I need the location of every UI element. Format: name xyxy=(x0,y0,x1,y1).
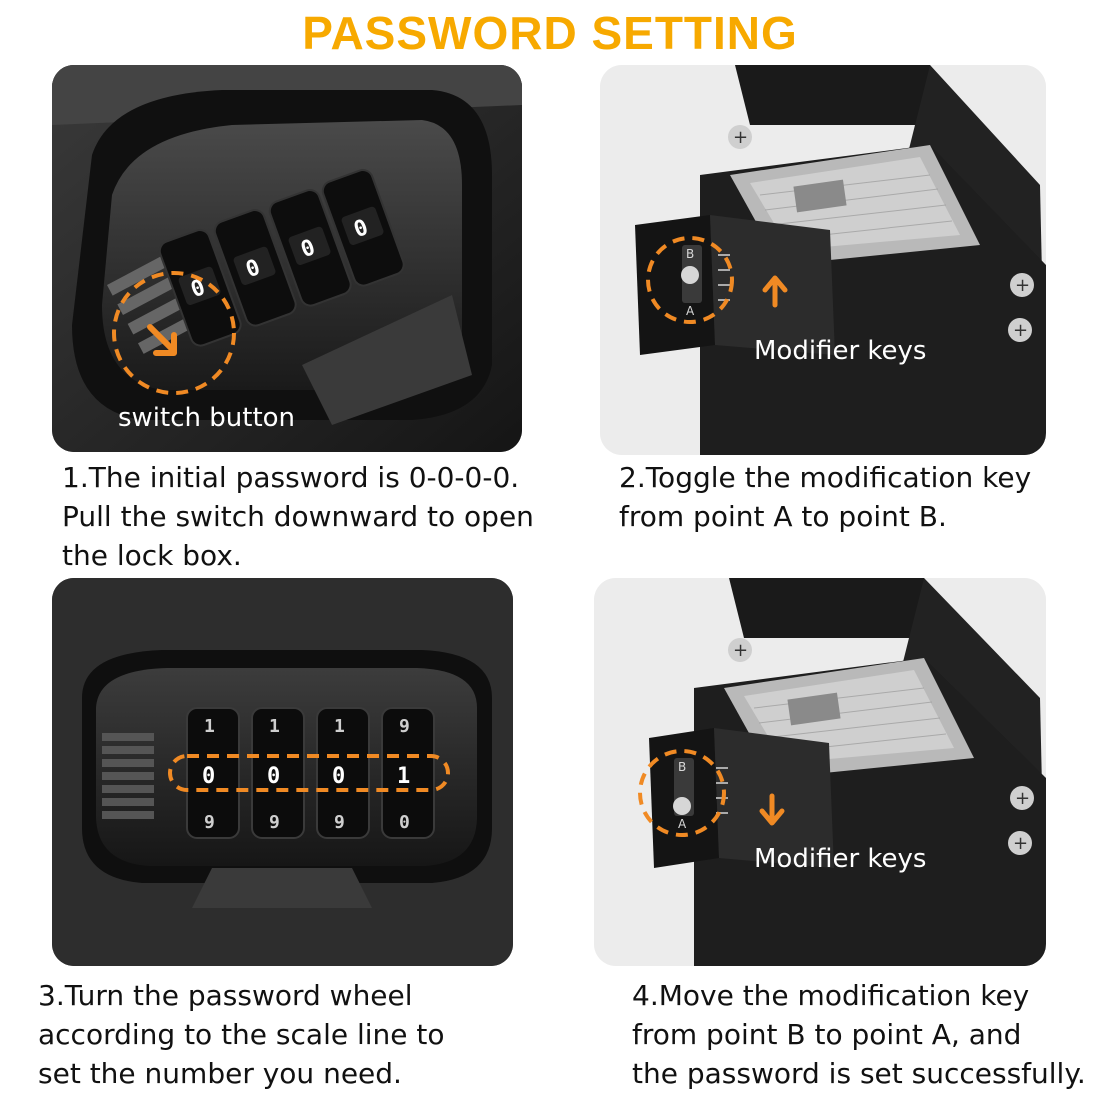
step-4-photo: B A + + + Modifier keys xyxy=(594,578,1046,966)
svg-text:9: 9 xyxy=(334,812,345,833)
step-1-caption: 1.The initial password is 0-0-0-0. Pull … xyxy=(62,461,534,572)
password-wheel-illustration: 1 0 9 1 0 9 1 0 9 9 1 0 xyxy=(52,578,513,966)
step-2-caption: 2.Toggle the modification key from point… xyxy=(619,461,1032,533)
point-b-letter: B xyxy=(686,247,694,261)
svg-text:1: 1 xyxy=(204,716,215,737)
svg-text:9: 9 xyxy=(204,812,215,833)
dial-wheels: 0 0 0 0 xyxy=(158,169,405,347)
highlight-circle xyxy=(638,749,726,837)
switch-button-label: switch button xyxy=(118,403,296,433)
svg-text:1: 1 xyxy=(334,716,345,737)
point-a-letter: A xyxy=(686,304,695,318)
modifier-key-illustration: B A + + + xyxy=(600,65,1046,455)
step-2-photo: B A + + + Modifier keys xyxy=(600,65,1046,455)
svg-text:+: + xyxy=(1015,788,1030,809)
highlight-circle xyxy=(646,236,734,324)
modifier-key-illustration: B A + + + xyxy=(594,578,1046,966)
svg-text:0: 0 xyxy=(202,764,215,789)
modifier-keys-label: Modifier keys xyxy=(754,336,927,366)
svg-text:+: + xyxy=(1013,320,1028,341)
arrow-down-right-icon xyxy=(147,324,177,356)
step-3-photo: 1 0 9 1 0 9 1 0 9 9 1 0 xyxy=(52,578,513,966)
svg-text:0: 0 xyxy=(267,764,280,789)
modifier-keys-label: Modifier keys xyxy=(754,844,927,874)
step-3-caption: 3.Turn the password wheel according to t… xyxy=(38,979,445,1090)
arrow-up-icon xyxy=(762,275,788,308)
point-b-letter: B xyxy=(678,760,686,774)
step-4-caption: 4.Move the modification key from point B… xyxy=(632,979,1086,1090)
scale-line-highlight xyxy=(168,754,450,792)
svg-text:+: + xyxy=(1015,275,1030,296)
dial-wheels: 1 0 9 1 0 9 1 0 9 9 1 0 xyxy=(186,707,435,839)
point-a-letter: A xyxy=(678,817,687,831)
svg-text:1: 1 xyxy=(397,764,410,789)
page-title: PASSWORD SETTING xyxy=(302,7,798,59)
switch-button-grip xyxy=(102,733,154,819)
svg-text:9: 9 xyxy=(269,812,280,833)
svg-text:+: + xyxy=(733,127,748,148)
highlight-circle xyxy=(112,271,236,395)
svg-text:+: + xyxy=(733,640,748,661)
svg-text:1: 1 xyxy=(269,716,280,737)
svg-text:0: 0 xyxy=(332,764,345,789)
arrow-down-icon xyxy=(759,793,785,826)
lock-dial-illustration: 0 0 0 0 xyxy=(52,65,522,452)
svg-text:+: + xyxy=(1013,833,1028,854)
step-1-photo: 0 0 0 0 switch button xyxy=(52,65,522,452)
svg-text:0: 0 xyxy=(399,812,410,833)
svg-text:9: 9 xyxy=(399,716,410,737)
